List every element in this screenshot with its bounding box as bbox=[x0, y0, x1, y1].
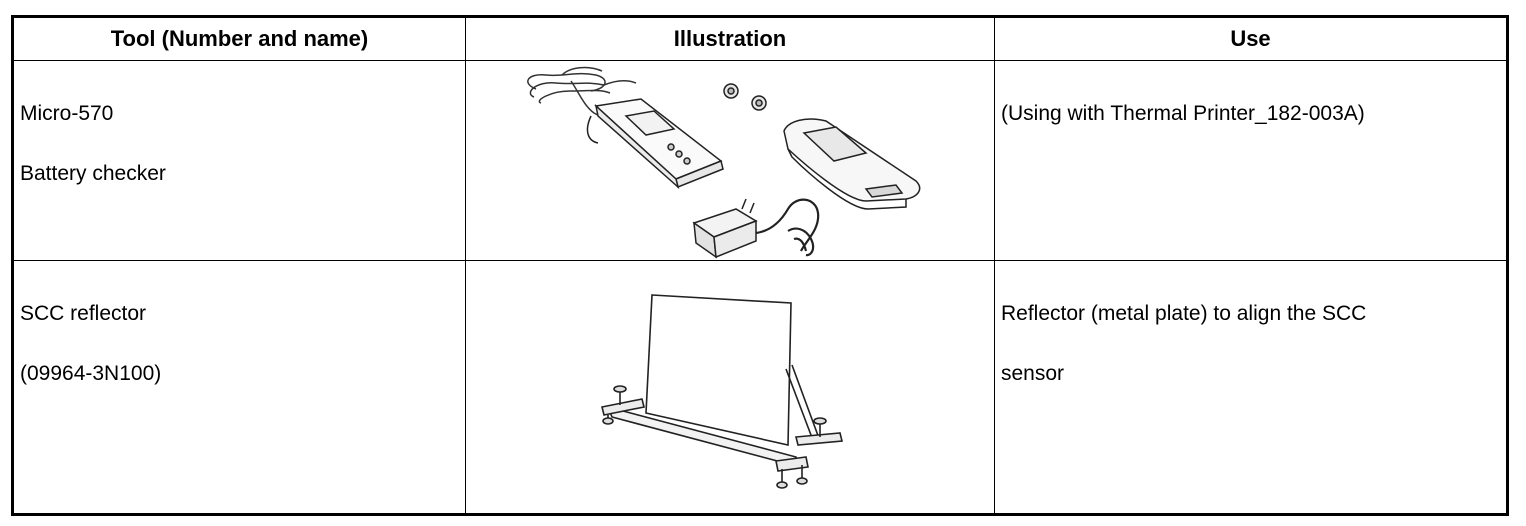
use-cell: (Using with Thermal Printer_182-003A) bbox=[994, 60, 1508, 261]
table-row: SCC reflector (09964-3N100) bbox=[12, 260, 1508, 515]
header-tool: Tool (Number and name) bbox=[12, 16, 466, 61]
use-description-cont: sensor bbox=[1001, 362, 1065, 385]
header-illustration: Illustration bbox=[465, 16, 995, 61]
tool-name: Micro-570 bbox=[20, 102, 114, 125]
tool-name: SCC reflector bbox=[20, 302, 147, 325]
table-header-row: Tool (Number and name) Illustration Use bbox=[12, 16, 1508, 61]
use-description: Reflector (metal plate) to align the SCC bbox=[1001, 302, 1367, 325]
use-description: (Using with Thermal Printer_182-003A) bbox=[1001, 102, 1365, 125]
tool-description: Battery checker bbox=[20, 162, 166, 185]
tool-cell: Micro-570 Battery checker bbox=[12, 60, 466, 261]
use-cell: Reflector (metal plate) to align the SCC… bbox=[994, 260, 1508, 515]
illustration-cell bbox=[465, 260, 995, 515]
battery-checker-kit-illustration bbox=[527, 66, 921, 259]
tool-cell: SCC reflector (09964-3N100) bbox=[12, 260, 466, 515]
illustration-cell bbox=[465, 60, 995, 261]
table-row: Micro-570 Battery checker bbox=[12, 60, 1508, 261]
tool-table: Tool (Number and name) Illustration Use … bbox=[11, 15, 1509, 516]
header-use: Use bbox=[994, 16, 1508, 61]
scc-reflector-illustration bbox=[601, 294, 844, 489]
tool-part-number: (09964-3N100) bbox=[20, 362, 162, 385]
